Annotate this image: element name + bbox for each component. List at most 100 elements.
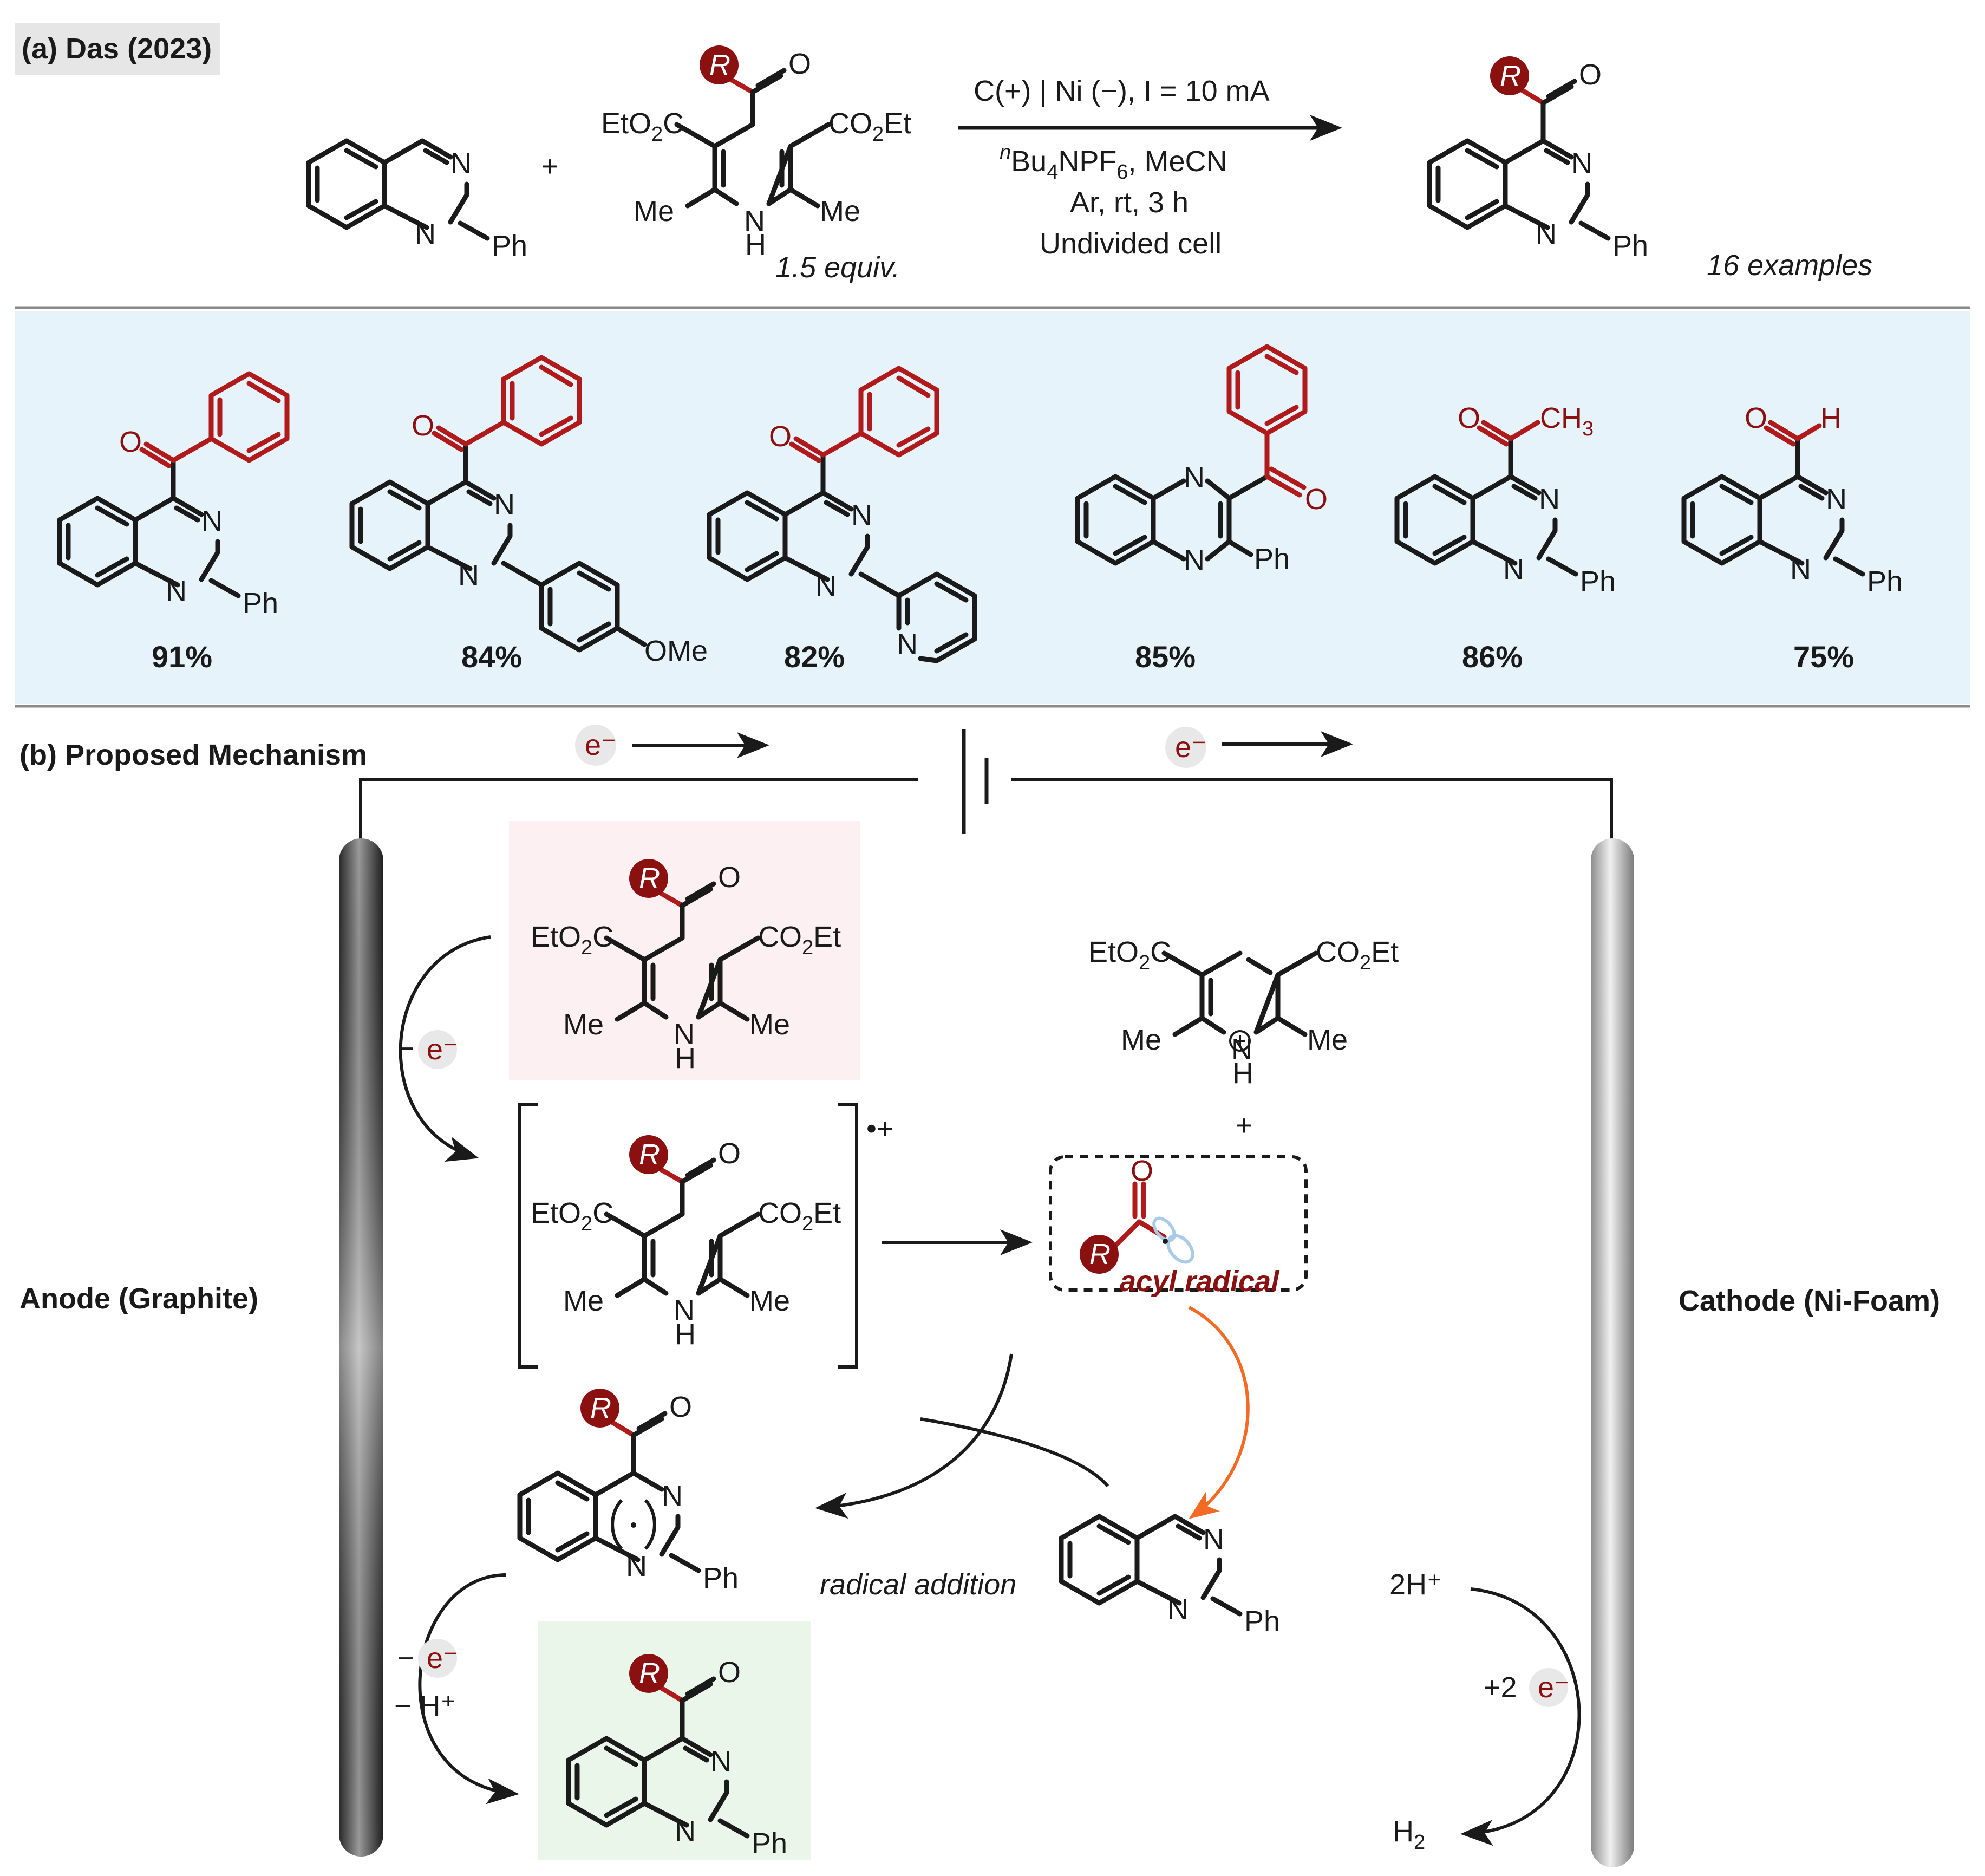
atom-h: H [675,1318,696,1351]
electron-badge: e⁻ [1538,1671,1570,1704]
electron-badge: e⁻ [427,1642,459,1675]
radical-addition-label: radical addition [820,1568,1016,1601]
scope-product-5: O CH3 N N Ph [1394,402,1616,598]
r-group-label: R [1500,60,1521,92]
conditions-cell: Undivided cell [1040,227,1222,260]
radical-addition-arrow-tail [920,1417,1109,1487]
atom-n: N [450,147,472,180]
atom-n: N [1184,461,1205,494]
examples-count: 16 examples [1707,249,1872,282]
atom-n: N [1231,1033,1252,1066]
scope-product-4: N N O Ph [1075,344,1328,576]
atom-n: N [674,1294,695,1327]
yield-product-5: 86% [1462,640,1523,674]
ethyl-ester-right: CO2Et [1316,936,1399,974]
ethyl-ester-left: EtO2C [601,107,684,146]
atom-o: O [669,1391,692,1423]
atom-n: N [815,570,837,602]
methyl-left: Me [634,195,674,227]
minus-sign: − [397,1032,415,1065]
circuit-wire-left [359,778,918,839]
scope-product-3: O N N N [707,366,977,663]
plus-sign: + [1236,1109,1253,1142]
conditions-electrolyte: nBu4NPF6, MeCN [1000,141,1227,184]
atom-n: N [1571,147,1592,180]
atom-o: O [1579,58,1602,91]
yield-product-3: 82% [784,640,845,674]
mechanism-product: R O N N Ph [566,1654,787,1860]
atom-n: N [166,575,187,608]
atom-n: N [1826,483,1847,516]
atom-n: N [662,1480,683,1512]
quinazoline-substrate: N N Ph [306,138,527,262]
r-group-label: R [639,1138,660,1171]
atom-n: N [1790,553,1811,586]
yield-product-1: 91% [152,640,212,674]
atom-o: O [718,1656,741,1689]
reduction-arrow [1460,1587,1581,1846]
phenyl-label: Ph [1580,565,1616,598]
cathode-label: Cathode (Ni-Foam) [1679,1285,1940,1317]
phenyl-label: Ph [492,230,527,262]
cathode-electrode [1591,838,1634,1867]
ethyl-ester-right: CO2Et [758,921,841,959]
minus-sign: − [397,1642,415,1675]
radical-cation-intermediate: R O N H EtO2C CO2Et Me Me [531,1135,841,1351]
scope-product-2: O N N OMe [349,355,708,667]
bracket-left [518,1103,538,1369]
ethyl-ester-right: CO2Et [828,107,911,146]
atom-n: N [1184,544,1205,576]
methyl-left: Me [563,1008,604,1041]
atom-n: N [1167,1593,1189,1626]
part-a-title: (a) Das (2023) [22,32,212,65]
methyl-right: Me [1307,1024,1348,1056]
pyridine-n: N [897,628,918,661]
ethyl-ester-left: EtO2C [1088,936,1171,974]
acyl-hantzsch-ester: R O N H EtO2C CO2Et Me Me [601,45,911,261]
r-group-label: R [639,862,660,895]
atom-n: N [1536,218,1557,250]
oxidation-arrow-2 [418,1573,519,1805]
atom-n: N [626,1550,647,1582]
part-b-title: (b) Proposed Mechanism [19,739,367,771]
plus-two-label: +2 [1484,1671,1517,1704]
mechanism-quinazoline: N N Ph [1059,1514,1280,1638]
ethyl-ester-left: EtO2C [531,1197,613,1235]
mechanism-acyl-dhp: R O N H EtO2C CO2Et Me Me [531,859,841,1074]
methoxy-label: OMe [644,635,708,667]
methyl-left: Me [1121,1024,1161,1056]
atom-n: N [415,218,436,250]
radical-addition-arrow [815,1353,1013,1519]
oxidation-arrow-1 [399,935,491,1162]
ethyl-ester-left: EtO2C [531,921,613,959]
atom-o: O [769,420,792,453]
equivalents-label: 1.5 equiv. [775,251,900,284]
atom-n: N [674,1018,695,1051]
phenyl-label: Ph [1612,230,1648,262]
atom-o: O [1131,1155,1153,1187]
atom-n: N [744,205,765,237]
phenyl-label: Ph [1244,1605,1280,1638]
atom-o: O [718,861,741,894]
r-group-label: R [1089,1238,1111,1271]
electron-badge-right: e⁻ [1175,731,1207,764]
ethyl-ester-right: CO2Et [758,1197,841,1235]
atom-o: O [119,426,142,458]
phenyl-label: Ph [752,1827,787,1860]
pyridinium-byproduct: N H EtO2C CO2Et Me Me [1088,936,1399,1090]
phenyl-label: Ph [703,1562,739,1594]
yield-product-2: 84% [461,640,522,674]
bracket-right [838,1103,858,1369]
circuit-wire-right [1011,778,1613,839]
scope-product-6: O H N N Ph [1681,402,1903,598]
atom-n: N [675,1815,696,1848]
atom-h: H [745,229,766,261]
atom-n: N [201,505,223,537]
acyl-radical-label: acyl radical [1120,1265,1279,1298]
radical-adduct-intermediate: R O N N Ph [517,1389,739,1594]
atom-n: N [710,1745,732,1777]
atom-o: O [788,48,811,80]
radical-attack-arrow [1188,1306,1250,1519]
atom-o: O [718,1137,741,1170]
